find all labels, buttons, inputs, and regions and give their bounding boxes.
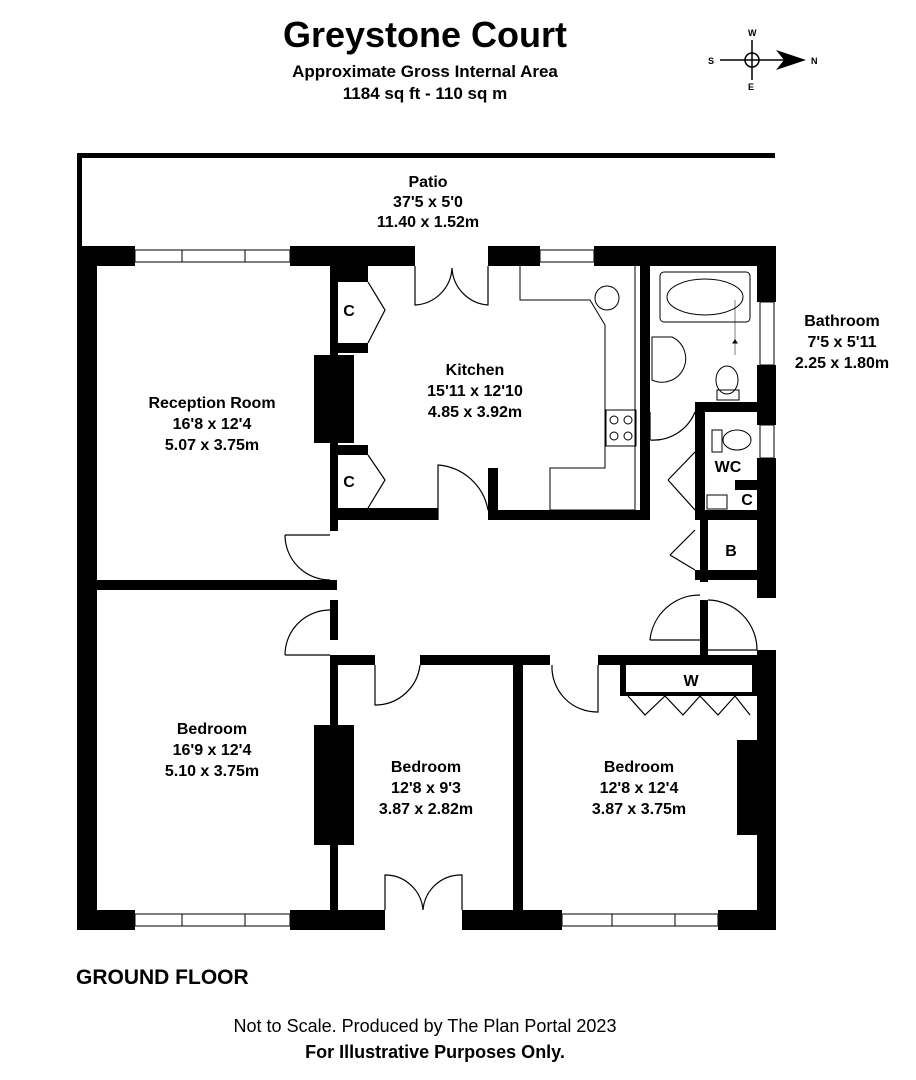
patio-door-right (451, 266, 489, 306)
exterior-walls (77, 246, 776, 930)
window-bedroom3 (561, 913, 719, 927)
kitchen-door (437, 464, 489, 520)
wardrobe-label: W (683, 673, 699, 690)
reception-name: Reception Room (148, 395, 275, 412)
compass: W S N E (708, 28, 818, 92)
interior-walls (97, 266, 759, 930)
window-reception (134, 249, 291, 263)
wc-toilet-icon (722, 429, 752, 451)
footer-illustrative: For Illustrative Purposes Only. (305, 1042, 565, 1062)
kitchen-imperial: 15'11 x 12'10 (427, 383, 523, 400)
bedroom3-name: Bedroom (604, 759, 674, 776)
bedroom2-window-door-right (422, 874, 463, 911)
basin-icon (651, 336, 687, 383)
patio-metric: 11.40 x 1.52m (377, 214, 479, 231)
bedroom2-name: Bedroom (391, 759, 461, 776)
window-wc (759, 424, 775, 459)
bathroom-metric: 2.25 x 1.80m (795, 355, 889, 372)
room-labels: Patio 37'5 x 5'0 11.40 x 1.52m Reception… (148, 174, 889, 818)
bedroom3-imperial: 12'8 x 12'4 (600, 780, 679, 797)
wc-label: WC (715, 459, 742, 476)
wc-basin-icon (706, 494, 728, 510)
doors (284, 266, 758, 911)
wardrobe-doors (627, 695, 751, 716)
compass-arrow-icon (776, 50, 806, 70)
kitchen-worktop (519, 266, 637, 511)
bathroom-name: Bathroom (804, 313, 880, 330)
entrance-door (707, 599, 758, 651)
bedroom1-imperial: 16'9 x 12'4 (173, 742, 252, 759)
window-bedroom1 (134, 913, 291, 927)
kitchen-metric: 4.85 x 3.92m (428, 404, 522, 421)
windows (134, 249, 775, 927)
bedroom3-metric: 3.87 x 3.75m (592, 801, 686, 818)
cupboard-door-top (367, 281, 386, 344)
bedroom1-metric: 5.10 x 3.75m (165, 763, 259, 780)
footer-disclaimer: Not to Scale. Produced by The Plan Porta… (233, 1016, 617, 1036)
bathroom-fixtures (651, 271, 752, 510)
kitchen-name: Kitchen (446, 362, 505, 379)
floor-label: GROUND FLOOR (76, 966, 249, 989)
plan-title: Greystone Court (282, 14, 568, 55)
bedroom2-imperial: 12'8 x 9'3 (391, 780, 461, 797)
area-label: Approximate Gross Internal Area (292, 62, 558, 81)
cupboard-door-bottom (367, 454, 386, 509)
reception-imperial: 16'8 x 12'4 (173, 416, 252, 433)
patio-door-left (414, 266, 453, 306)
hob-icon (605, 409, 637, 447)
bedroom1-door (284, 609, 331, 656)
window-kitchen (539, 249, 595, 263)
patio-outline (77, 153, 775, 246)
bedroom2-window-door-left (384, 874, 424, 911)
bedroom1-name: Bedroom (177, 721, 247, 738)
boiler-door (669, 529, 696, 571)
reception-metric: 5.07 x 3.75m (165, 437, 259, 454)
compass-circle (744, 52, 760, 68)
compass-e: E (748, 82, 754, 92)
toilet-icon (715, 365, 739, 395)
bedroom2-door (374, 664, 421, 706)
bathroom-door (649, 411, 696, 441)
patio-imperial: 37'5 x 5'0 (393, 194, 463, 211)
front-door (649, 594, 701, 641)
compass-w: W (748, 28, 757, 38)
patio-name: Patio (408, 174, 447, 191)
bathroom-imperial: 7'5 x 5'11 (807, 334, 876, 351)
sink-icon (594, 285, 620, 311)
wc-door (667, 451, 696, 511)
compass-n: N (811, 56, 818, 66)
boiler-label: B (725, 543, 737, 560)
compass-s: S (708, 56, 714, 66)
wc-cupboard-label: C (741, 492, 753, 509)
area-value: 1184 sq ft - 110 sq m (342, 84, 508, 103)
cupboard-label-bottom: C (343, 474, 355, 491)
bath-icon (659, 271, 751, 323)
window-bathroom (759, 301, 775, 366)
cupboard-label-top: C (343, 303, 355, 320)
bedroom2-metric: 3.87 x 2.82m (379, 801, 473, 818)
reception-door (284, 534, 331, 581)
bedroom3-door (551, 664, 599, 713)
